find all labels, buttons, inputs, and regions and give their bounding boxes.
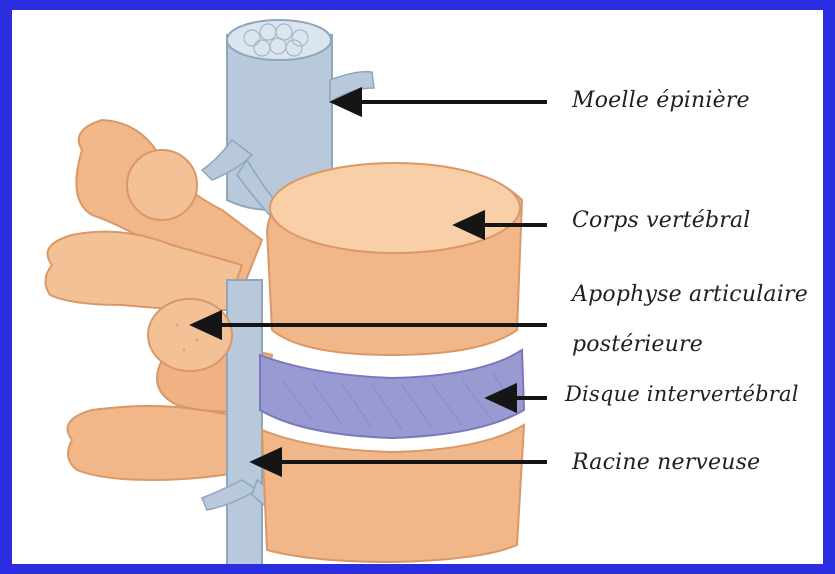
intervertebral-disc (260, 350, 524, 438)
label-posterieure: postérieure (572, 332, 703, 357)
vertebral-body-lower (262, 425, 524, 562)
cord-lower (227, 280, 262, 564)
label-disque-intervertebral: Disque intervertébral (565, 382, 799, 406)
label-moelle-epiniere: Moelle épinière (572, 88, 750, 113)
upper-articular-lump (127, 150, 197, 220)
diagram-panel: Moelle épinière Corps vertébral Apophyse… (12, 10, 823, 564)
label-racine-nerveuse: Racine nerveuse (572, 450, 760, 475)
vertebral-body-upper-top (270, 163, 520, 253)
label-apophyse-articulaire: Apophyse articulaire (572, 282, 808, 307)
label-corps-vertebral: Corps vertébral (572, 208, 751, 233)
